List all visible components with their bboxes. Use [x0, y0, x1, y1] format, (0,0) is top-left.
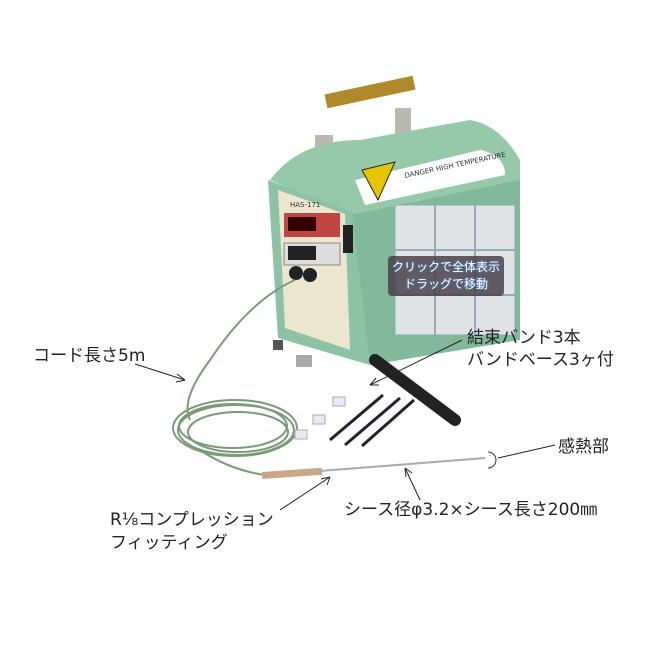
hint-click-text: クリックで全体表示 — [391, 260, 500, 274]
cord-length-callout: コード長さ5m — [33, 346, 146, 366]
compression-fitting — [261, 467, 323, 479]
model-label: HAS-171 — [290, 201, 320, 209]
hint-drag-text: ドラッグで移動 — [403, 277, 488, 291]
sheath-probe — [319, 457, 486, 472]
fitting-callout-line2: フィッティング — [110, 533, 228, 553]
sheath-callout: シース径φ3.2×シース長さ200㎜ — [344, 500, 598, 520]
coiled-cord — [172, 399, 298, 457]
bands-callout-line1: 結束バンド3本 — [467, 328, 581, 348]
sensor-callout: 感熱部 — [558, 437, 609, 457]
carry-handle — [324, 75, 416, 109]
black-hose — [369, 354, 461, 426]
bands-callout-line2: バンドベース3ヶ付 — [467, 350, 614, 370]
fitting-callout-line1: R⅛コンプレッション — [110, 510, 274, 530]
warning-sticker — [355, 150, 505, 205]
cable-ties — [329, 393, 415, 448]
zoom-hint-overlay[interactable]: クリックで全体表示 ドラッグで移動 — [388, 256, 504, 296]
